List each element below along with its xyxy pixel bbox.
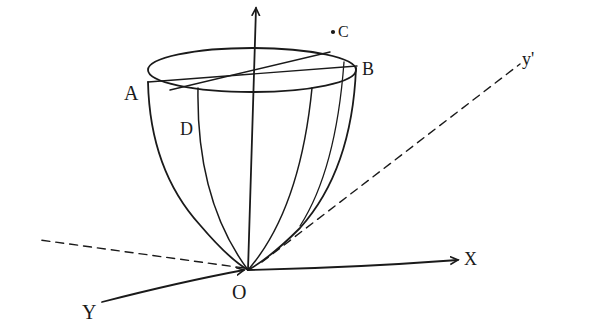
axis-label: y' [522, 50, 534, 68]
point-label: A [124, 83, 138, 103]
point-label: D [180, 120, 193, 138]
point-label: B [362, 60, 374, 78]
origin-label: O [232, 282, 246, 302]
axis-label: Y [82, 302, 96, 322]
axis-label: X [464, 250, 477, 268]
point-label: C [338, 24, 349, 40]
